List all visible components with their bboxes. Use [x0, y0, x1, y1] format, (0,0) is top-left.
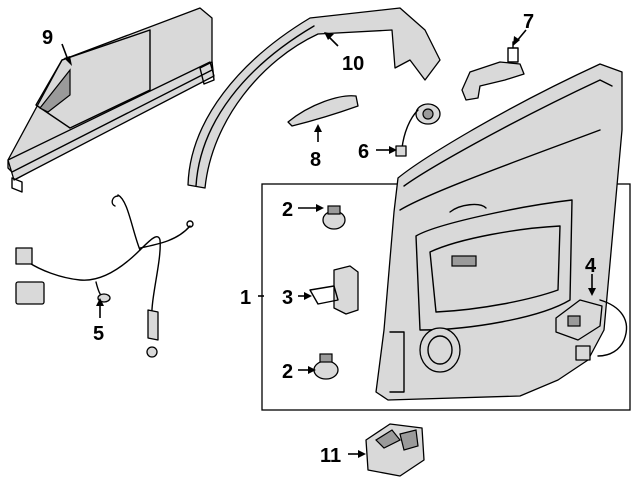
callout-3: 3 [282, 287, 293, 309]
callout-4: 4 [585, 255, 597, 277]
part-7-handle [461, 41, 525, 101]
callout-8: 8 [310, 149, 321, 171]
part-2-clip-lower [313, 353, 339, 380]
callout-1: 1 [240, 287, 251, 309]
part-10-molding [187, 7, 441, 189]
part-5-harness [15, 194, 194, 358]
callout-9: 9 [42, 27, 53, 49]
callout-2-lower: 2 [282, 361, 293, 383]
callout-7: 7 [523, 11, 534, 33]
callout-11: 11 [320, 445, 341, 467]
part-6-lamp [395, 103, 441, 157]
callout-2-upper: 2 [282, 199, 293, 221]
callout-5: 5 [93, 323, 104, 345]
callout-6: 6 [358, 141, 369, 163]
part-11-switch [365, 423, 425, 477]
part-9-sunshade [7, 7, 215, 193]
part-3-bracket [309, 265, 359, 315]
part-2-clip-upper [322, 205, 346, 230]
leader-lines [61, 29, 596, 458]
callout-10: 10 [342, 53, 364, 75]
part-4-switch [555, 299, 628, 361]
part-8-trim [287, 95, 359, 127]
